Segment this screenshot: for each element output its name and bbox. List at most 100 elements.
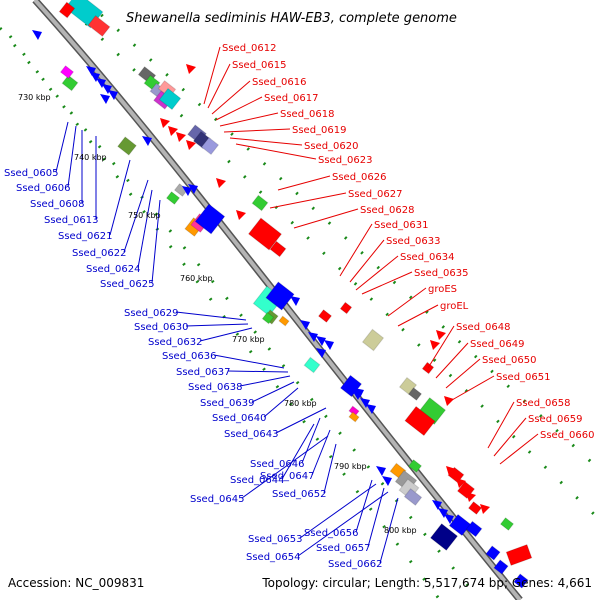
label-leader-lines bbox=[55, 46, 539, 564]
reverse-gene-arrow bbox=[32, 30, 42, 40]
forward-leader-line bbox=[361, 271, 413, 295]
forward-gene-label: Ssed_0635 bbox=[414, 268, 469, 279]
reverse-gene-label: Ssed_0652 bbox=[272, 489, 327, 500]
kbp-tick-label: 750 kbp bbox=[128, 211, 161, 220]
reverse-leader-line bbox=[251, 381, 295, 403]
reverse-gene-arrow bbox=[316, 336, 326, 346]
gene-feature-group bbox=[59, 65, 75, 79]
reverse-gene-arrow bbox=[316, 348, 326, 358]
gene-feature-group bbox=[87, 15, 111, 37]
forward-gene-label: Ssed_0631 bbox=[374, 220, 429, 231]
reverse-gene-label: Ssed_0640 bbox=[212, 413, 267, 424]
gene-feature-group bbox=[251, 194, 269, 212]
forward-leader-line bbox=[219, 112, 279, 127]
reverse-gene-label: Ssed_0656 bbox=[304, 528, 359, 539]
reverse-gene-arrow bbox=[354, 388, 364, 398]
reverse-gene-label: Ssed_0637 bbox=[176, 367, 231, 378]
gene-feature-box bbox=[513, 573, 529, 589]
gene-feature-box bbox=[403, 488, 423, 506]
gene-feature-group bbox=[465, 520, 483, 538]
reverse-gene-arrow bbox=[438, 508, 448, 518]
forward-leader-line bbox=[211, 80, 251, 115]
forward-leader-line bbox=[223, 128, 291, 133]
forward-gene-arrow bbox=[446, 466, 456, 476]
forward-gene-label: Ssed_0620 bbox=[304, 141, 359, 152]
reverse-gene-label: Ssed_0605 bbox=[4, 168, 59, 179]
forward-gene-arrow bbox=[186, 140, 196, 150]
gene-feature-group bbox=[339, 301, 353, 315]
reverse-leader-line bbox=[227, 370, 289, 373]
gene-feature-group bbox=[407, 459, 423, 473]
forward-gene-label: Ssed_0659 bbox=[528, 414, 583, 425]
forward-gene-label: Ssed_0619 bbox=[292, 125, 347, 136]
forward-gene-label: Ssed_0617 bbox=[264, 93, 319, 104]
forward-gene-arrow bbox=[160, 118, 170, 128]
forward-gene-label: Ssed_0649 bbox=[470, 339, 525, 350]
reverse-gene-label: Ssed_0653 bbox=[248, 534, 303, 545]
reverse-gene-label: Ssed_0629 bbox=[124, 308, 179, 319]
reverse-gene-arrow bbox=[142, 136, 152, 146]
reverse-gene-label: Ssed_0613 bbox=[44, 215, 99, 226]
gene-feature-box bbox=[87, 15, 111, 37]
reverse-gene-arrow bbox=[290, 296, 300, 306]
gene-feature-group bbox=[499, 517, 515, 531]
gene-feature-box bbox=[317, 309, 333, 323]
gene-feature-group bbox=[317, 309, 333, 323]
forward-gene-arrow bbox=[480, 504, 490, 514]
gene-feature-box bbox=[165, 191, 181, 205]
reverse-leader-line bbox=[55, 121, 69, 173]
gene-feature-group bbox=[61, 74, 79, 92]
reverse-leader-line bbox=[297, 491, 389, 557]
reverse-leader-line bbox=[175, 311, 247, 321]
reverse-gene-arrow bbox=[96, 78, 106, 88]
reverse-leader-line bbox=[109, 159, 131, 236]
reverse-gene-label: Ssed_0625 bbox=[100, 279, 155, 290]
gene-feature-box bbox=[499, 517, 515, 531]
forward-gene-arrow bbox=[176, 132, 186, 142]
gc-dot-track bbox=[0, 27, 482, 600]
gene-feature-group bbox=[513, 573, 529, 589]
forward-gene-label: Ssed_0651 bbox=[496, 372, 551, 383]
kbp-tick-label: 740 kbp bbox=[74, 153, 107, 162]
gene-feature-box bbox=[407, 459, 423, 473]
kbp-tick-label: 770 kbp bbox=[232, 335, 265, 344]
forward-gene-label: Ssed_0618 bbox=[280, 109, 335, 120]
forward-leader-line bbox=[493, 417, 527, 457]
forward-gene-label: Ssed_0658 bbox=[516, 398, 571, 409]
reverse-leader-line bbox=[299, 483, 377, 539]
gene-feature-group bbox=[403, 488, 423, 506]
reverse-gene-label: Ssed_0624 bbox=[86, 264, 141, 275]
reverse-gene-arrow bbox=[366, 404, 376, 414]
reverse-gene-arrow bbox=[100, 94, 110, 104]
forward-leader-line bbox=[277, 175, 331, 191]
gene-feature-box bbox=[251, 194, 269, 212]
gene-feature-group bbox=[361, 328, 385, 352]
forward-leader-line bbox=[355, 255, 399, 291]
gene-feature-box bbox=[58, 1, 76, 19]
reverse-leader-line bbox=[123, 179, 149, 253]
gene-feature-box bbox=[194, 203, 226, 235]
reverse-gene-arrow bbox=[188, 184, 198, 194]
forward-leader-line bbox=[293, 208, 359, 229]
gene-feature-box bbox=[200, 136, 220, 156]
kbp-tick-label: 790 kbp bbox=[334, 462, 367, 471]
gene-feature-group bbox=[58, 1, 76, 19]
kbp-tick-label: 760 kbp bbox=[180, 274, 213, 283]
reverse-gene-arrow bbox=[182, 186, 192, 196]
kbp-tick-label: 800 kbp bbox=[384, 526, 417, 535]
reverse-gene-arrow bbox=[108, 90, 118, 100]
gene-feature-box bbox=[465, 520, 483, 538]
reverse-gene-label: Ssed_0657 bbox=[316, 543, 371, 554]
reverse-gene-label: Ssed_0630 bbox=[134, 322, 189, 333]
forward-leader-line bbox=[445, 358, 481, 389]
reverse-leader-line bbox=[281, 423, 315, 480]
forward-leader-line bbox=[451, 375, 495, 401]
reverse-leader-line bbox=[301, 417, 321, 464]
reverse-gene-arrow bbox=[360, 398, 370, 408]
forward-gene-arrow bbox=[444, 396, 454, 406]
forward-gene-label: Ssed_0660 bbox=[540, 430, 595, 441]
reverse-gene-label: Ssed_0643 bbox=[224, 429, 279, 440]
